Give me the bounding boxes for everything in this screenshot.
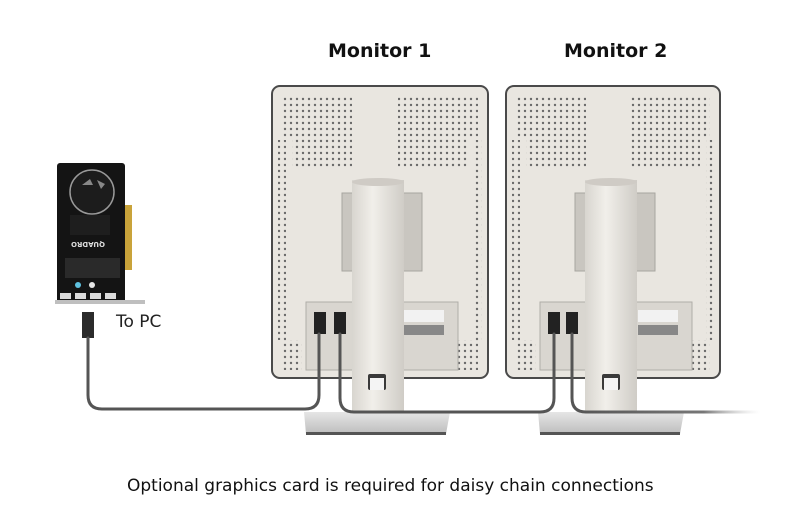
cable-pc-to-monitor-1: [86, 332, 321, 411]
displayport-in-connector: [548, 312, 560, 334]
stand-base: [304, 412, 450, 434]
caution-label: [638, 310, 678, 322]
monitor-2-label: Monitor 2: [564, 40, 668, 62]
svg-text:QUADRO: QUADRO: [71, 240, 105, 248]
fan-icon: [69, 169, 115, 215]
cable-monitor-1-to-monitor-2: [338, 332, 556, 414]
displayport-plug-icon: [82, 312, 94, 338]
cable-monitor-2-out: [570, 332, 762, 414]
to-pc-label: To PC: [116, 312, 162, 332]
monitor-2-rear: [505, 85, 721, 435]
caution-label: [404, 310, 444, 322]
barcode: [404, 325, 444, 335]
monitor-1-rear: [271, 85, 489, 435]
barcode: [638, 325, 678, 335]
displayport-out-connector: [566, 312, 578, 334]
displayport-in-connector: [314, 312, 326, 334]
graphics-card: QUADRO: [55, 163, 145, 304]
stand-base: [538, 412, 684, 434]
monitor-1-label: Monitor 1: [328, 40, 432, 62]
diagram-caption: Optional graphics card is required for d…: [127, 476, 654, 496]
displayport-out-connector: [334, 312, 346, 334]
cables: [82, 312, 762, 414]
displayport-outputs: [60, 293, 116, 299]
pcie-gold-contacts: [125, 205, 132, 270]
